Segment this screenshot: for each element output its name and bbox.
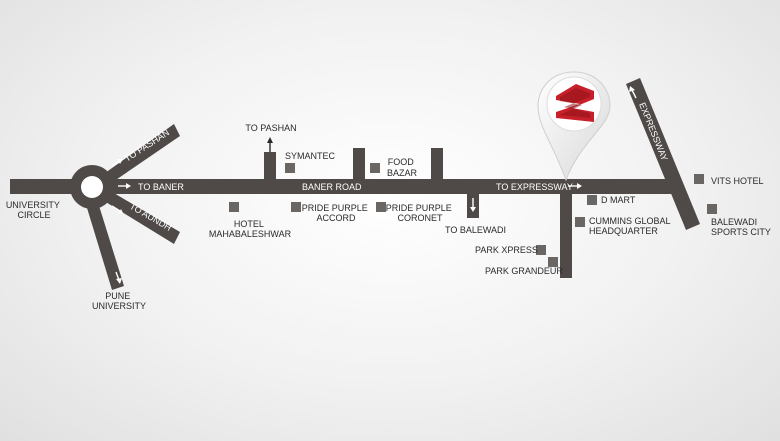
arrow-expressway xyxy=(629,86,637,99)
d-mart-label: D MART xyxy=(601,195,636,205)
to-baner-label: TO BANER xyxy=(138,182,184,192)
food-bazar-side-road xyxy=(431,148,443,182)
to-pashan-top-label: TO PASHAN xyxy=(245,123,296,133)
pune-university-road xyxy=(84,196,124,290)
d-mart-marker xyxy=(587,195,597,205)
balewadi-sports-city-label: BALEWADI SPORTS CITY xyxy=(711,217,771,237)
arrow-to-pashan xyxy=(111,159,123,167)
park-grandeur-marker xyxy=(548,257,558,267)
landmarks xyxy=(229,163,717,267)
hotel-mahabaleshwar-marker xyxy=(229,202,239,212)
pune-university-label: PUNE UNIVERSITY xyxy=(92,291,146,311)
symantec-label: SYMANTEC xyxy=(285,151,336,161)
university-circle-label: UNIVERSITY CIRCLE xyxy=(6,200,62,220)
hotel-mahabaleshwar-label: HOTEL MAHABALESHWAR xyxy=(209,219,292,239)
expressway-road xyxy=(626,78,700,230)
arrow-to-baner xyxy=(118,183,131,189)
park-xpress-label: PARK XPRESS xyxy=(475,245,538,255)
to-aundh-branch xyxy=(96,186,180,244)
pashan-side-road xyxy=(264,152,276,182)
pride-purple-accord-marker xyxy=(291,202,301,212)
arrows xyxy=(111,86,637,284)
arrow-to-expressway xyxy=(568,183,582,189)
site-side-road xyxy=(560,192,572,278)
project-logo-icon xyxy=(556,84,594,122)
baner-road-label: BANER ROAD xyxy=(302,182,362,192)
pride-purple-coronet-marker xyxy=(376,202,386,212)
to-balewadi-label: TO BALEWADI xyxy=(445,225,506,235)
arrow-to-balewadi xyxy=(470,198,476,212)
food-bazar-label: FOOD BAZAR xyxy=(387,157,418,178)
symantec-marker xyxy=(285,163,295,173)
balewadi-sports-city-marker xyxy=(707,204,717,214)
park-xpress-marker xyxy=(536,245,546,255)
symantec-side-road xyxy=(353,148,365,182)
pride-purple-coronet-label: PRIDE PURPLE CORONET xyxy=(386,203,455,223)
vits-hotel-marker xyxy=(694,174,704,184)
location-pin-icon xyxy=(537,71,611,182)
to-expressway-label: TO EXPRESSWAY xyxy=(496,182,573,192)
arrow-to-aundh xyxy=(111,205,123,214)
expressway-label: EXPRESSWAY xyxy=(637,101,670,162)
university-circle-center xyxy=(81,176,103,198)
arrow-pune-university xyxy=(115,271,122,284)
vits-hotel-label: VITS HOTEL xyxy=(711,176,764,186)
cummins-label: CUMMINS GLOBAL HEADQUARTER xyxy=(589,216,673,236)
arrow-to-pashan-top xyxy=(267,137,273,152)
baner-road xyxy=(10,179,675,194)
pride-purple-accord-label: PRIDE PURPLE ACCORD xyxy=(302,203,371,223)
roads xyxy=(10,78,700,290)
cummins-marker xyxy=(575,217,585,227)
to-pashan-branch xyxy=(98,124,180,188)
food-bazar-marker xyxy=(370,163,380,173)
park-grandeur-label: PARK GRANDEUR xyxy=(485,266,563,276)
